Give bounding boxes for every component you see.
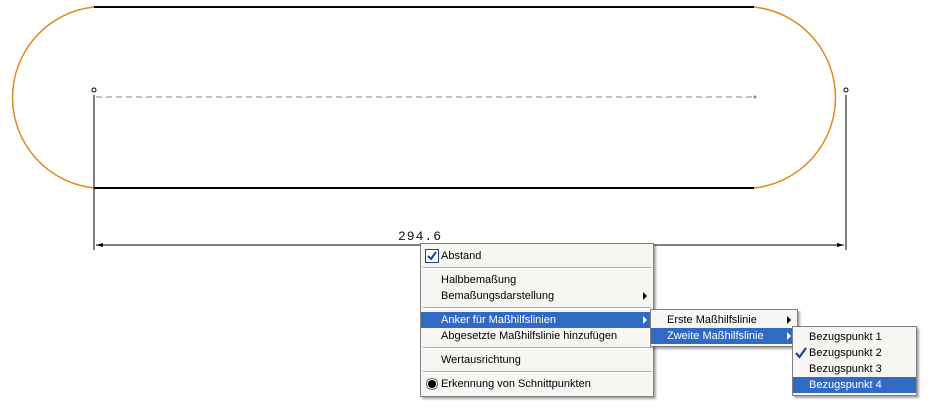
menu-separator bbox=[423, 347, 651, 349]
menu-item-bezugspunkt-1[interactable]: Bezugspunkt 1 bbox=[793, 329, 916, 345]
menu-item-abgesetzte[interactable]: Abgesetzte Maßhilfslinie hinzufügen bbox=[421, 328, 653, 344]
center-point-right bbox=[753, 95, 757, 99]
context-menu: Abstand Halbbemaßung Bemaßungsdarstellun… bbox=[420, 243, 654, 397]
menu-item-bemassungsdarstellung[interactable]: Bemaßungsdarstellung bbox=[421, 288, 653, 304]
end-point-right[interactable] bbox=[843, 87, 849, 93]
menu-item-bezugspunkt-3[interactable]: Bezugspunkt 3 bbox=[793, 361, 916, 377]
menu-item-label: Abgesetzte Maßhilfslinie hinzufügen bbox=[441, 330, 618, 342]
radio-selected-icon bbox=[428, 380, 436, 388]
menu-separator bbox=[423, 267, 651, 269]
menu-item-label: Erste Maßhilfslinie bbox=[667, 314, 757, 326]
menu-item-abstand[interactable]: Abstand bbox=[421, 248, 653, 264]
menu-item-label: Erkennung von Schnittpunkten bbox=[441, 378, 591, 390]
menu-separator bbox=[423, 371, 651, 373]
menu-item-label: Anker für Maßhilfslinien bbox=[441, 314, 556, 326]
bezugspunkt-submenu: Bezugspunkt 1 Bezugspunkt 2 Bezugspunkt … bbox=[792, 326, 917, 396]
menu-item-wertausrichtung[interactable]: Wertausrichtung bbox=[421, 352, 653, 368]
dimension-arrow-left bbox=[96, 243, 103, 247]
menu-item-label: Bezugspunkt 2 bbox=[809, 347, 882, 359]
anker-submenu: Erste Maßhilfslinie Zweite Maßhilfslinie bbox=[650, 309, 798, 347]
dimension-arrow-right bbox=[837, 243, 844, 247]
submenu-arrow-icon bbox=[643, 316, 647, 324]
menu-item-erkennung[interactable]: Erkennung von Schnittpunkten bbox=[421, 376, 653, 392]
checkbox-checked-icon bbox=[425, 249, 439, 263]
menu-item-anker[interactable]: Anker für Maßhilfslinien bbox=[421, 312, 653, 328]
submenu-arrow-icon bbox=[643, 292, 647, 300]
menu-separator bbox=[423, 307, 651, 309]
menu-item-label: Bezugspunkt 4 bbox=[809, 379, 882, 391]
left-arc[interactable] bbox=[11, 6, 95, 189]
submenu-arrow-icon bbox=[787, 332, 791, 340]
menu-item-bezugspunkt-4[interactable]: Bezugspunkt 4 bbox=[793, 377, 916, 393]
menu-item-label: Bezugspunkt 1 bbox=[809, 331, 882, 343]
menu-item-label: Zweite Maßhilfslinie bbox=[667, 330, 764, 342]
menu-item-label: Bezugspunkt 3 bbox=[809, 363, 882, 375]
menu-item-label: Wertausrichtung bbox=[441, 354, 521, 366]
menu-item-halbbemassung[interactable]: Halbbemaßung bbox=[421, 272, 653, 288]
center-point-left[interactable] bbox=[91, 87, 97, 93]
submenu-arrow-icon bbox=[787, 316, 791, 324]
menu-item-label: Abstand bbox=[441, 250, 482, 262]
menu-item-label: Halbbemaßung bbox=[441, 274, 517, 286]
right-arc[interactable] bbox=[753, 6, 837, 189]
dimension-value[interactable]: 294.6 bbox=[398, 229, 443, 244]
checkmark-icon bbox=[795, 347, 807, 359]
menu-item-erste-masshilfslinie[interactable]: Erste Maßhilfslinie bbox=[651, 312, 797, 328]
menu-item-zweite-masshilfslinie[interactable]: Zweite Maßhilfslinie bbox=[651, 328, 797, 344]
menu-item-label: Bemaßungsdarstellung bbox=[441, 290, 555, 302]
menu-item-bezugspunkt-2[interactable]: Bezugspunkt 2 bbox=[793, 345, 916, 361]
